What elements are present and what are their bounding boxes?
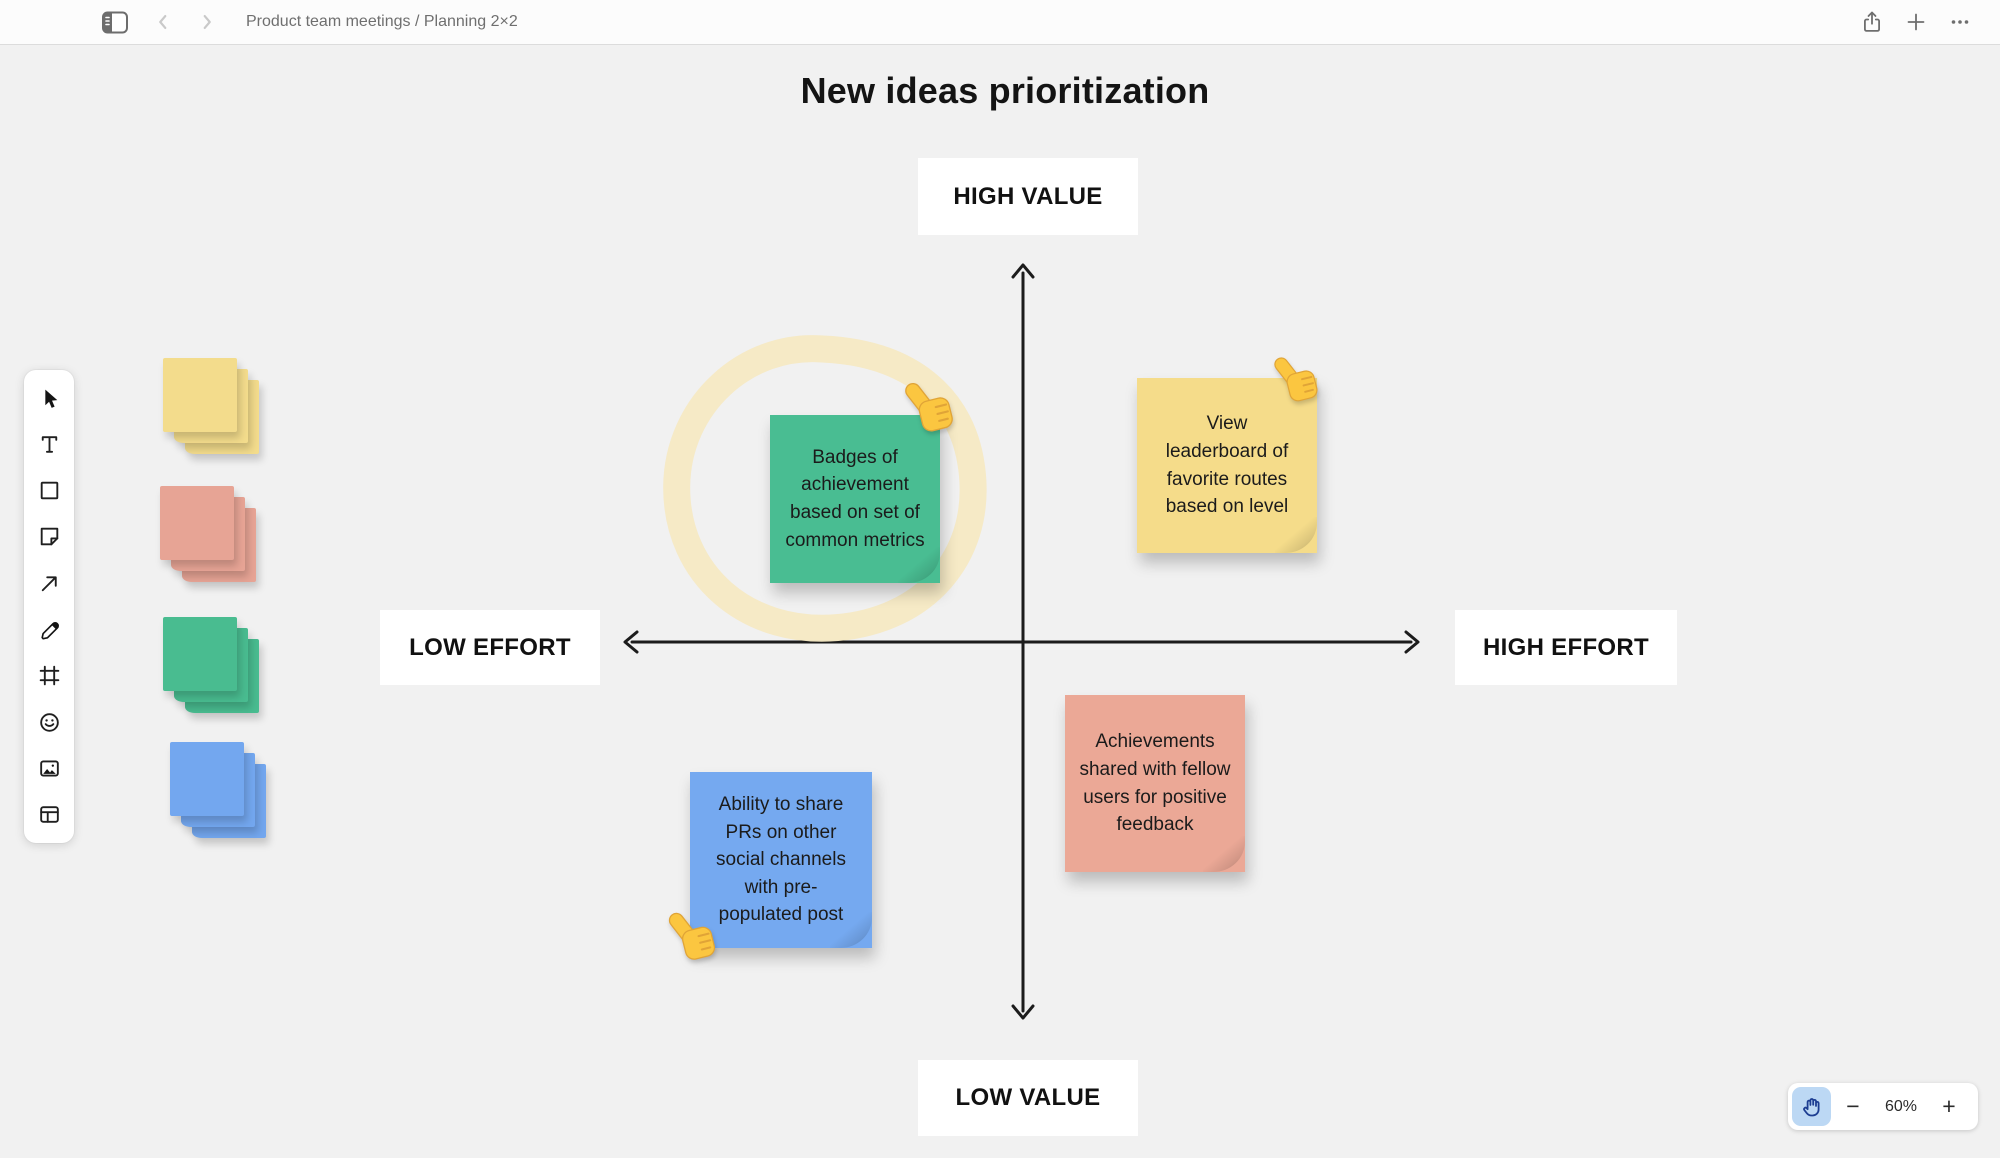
- table-tool-button[interactable]: [32, 798, 66, 832]
- sticky-note-leaderboard[interactable]: View leaderboard of favorite routes base…: [1137, 378, 1317, 553]
- arrow-icon: [41, 576, 57, 592]
- shape-tool-button[interactable]: [32, 474, 66, 508]
- sticky-stack-blue[interactable]: [170, 742, 268, 840]
- sticky-sheet: [163, 617, 237, 691]
- back-button[interactable]: [150, 9, 176, 35]
- select-tool-button[interactable]: [32, 381, 66, 415]
- image-tool-button[interactable]: [32, 752, 66, 786]
- chevron-left-icon: [159, 14, 167, 30]
- table-icon: [39, 806, 59, 824]
- highlight-ring-drawing[interactable]: [658, 331, 994, 647]
- share-icon: [1864, 11, 1880, 32]
- sticky-note-share-prs[interactable]: Ability to share PRs on other social cha…: [690, 772, 872, 948]
- sticky-stack-pink[interactable]: [160, 486, 258, 584]
- sticky-note-text: Achievements shared with fellow users fo…: [1079, 731, 1231, 836]
- ellipsis-icon: [1951, 20, 1969, 24]
- label-high-value[interactable]: HIGH VALUE: [918, 158, 1138, 235]
- sidebar-toggle-button[interactable]: [100, 9, 130, 36]
- thumbs-up-emoji[interactable]: [660, 907, 722, 969]
- text-tool-button[interactable]: [32, 427, 66, 461]
- sticky-note-text: View leaderboard of favorite routes base…: [1165, 413, 1289, 518]
- pencil-icon: [40, 622, 59, 640]
- sidebar-icon: [102, 11, 128, 33]
- zoom-out-button[interactable]: −: [1837, 1087, 1869, 1126]
- label-low-value[interactable]: LOW VALUE: [918, 1060, 1138, 1136]
- forward-button[interactable]: [194, 9, 220, 35]
- square-icon: [40, 481, 58, 500]
- arrowhead-up: [1011, 263, 1035, 279]
- hand-icon: [1802, 1097, 1819, 1116]
- sticky-note-tool-button[interactable]: [32, 520, 66, 554]
- thumbs-up-emoji[interactable]: [1266, 352, 1324, 410]
- board-title[interactable]: New ideas prioritization: [800, 70, 1210, 111]
- cursor-icon: [44, 389, 57, 408]
- sticky-sheet: [160, 486, 234, 560]
- arrowhead-left: [623, 630, 639, 654]
- tool-palette: [24, 370, 74, 843]
- zoom-level: 60%: [1884, 1097, 1918, 1115]
- sticky-note-icon: [40, 528, 58, 546]
- sticky-note-achievements[interactable]: Achievements shared with fellow users fo…: [1065, 695, 1245, 872]
- share-button[interactable]: [1858, 8, 1886, 36]
- board-canvas[interactable]: New ideas prioritization HIGH VALUE LOW …: [0, 45, 2000, 1158]
- text-icon: [41, 436, 57, 453]
- zoom-controls: − 60% +: [1788, 1083, 1978, 1130]
- frame-tool-button[interactable]: [32, 659, 66, 693]
- plus-icon: [1907, 13, 1925, 31]
- zoom-in-button[interactable]: +: [1933, 1087, 1965, 1126]
- pen-tool-button[interactable]: [32, 613, 66, 647]
- smiley-icon: [39, 713, 59, 732]
- sticky-note-badges[interactable]: Badges of achievement based on set of co…: [770, 415, 940, 583]
- image-icon: [39, 760, 59, 777]
- label-high-effort[interactable]: HIGH EFFORT: [1455, 610, 1677, 685]
- sticky-sheet: [170, 742, 244, 816]
- breadcrumb[interactable]: Product team meetings / Planning 2×2: [246, 13, 518, 30]
- emoji-tool-button[interactable]: [32, 705, 66, 739]
- label-low-effort[interactable]: LOW EFFORT: [380, 610, 600, 685]
- add-button[interactable]: [1902, 8, 1930, 36]
- pan-tool-button[interactable]: [1792, 1087, 1831, 1126]
- arrow-tool-button[interactable]: [32, 566, 66, 600]
- more-button[interactable]: [1946, 8, 1974, 36]
- sticky-stack-yellow[interactable]: [163, 358, 261, 456]
- arrowhead-down: [1011, 1004, 1035, 1020]
- sticky-sheet: [163, 358, 237, 432]
- sticky-stack-green[interactable]: [163, 617, 261, 715]
- arrowhead-right: [1404, 630, 1420, 654]
- thumbs-up-emoji[interactable]: [896, 377, 960, 441]
- sticky-note-text: Ability to share PRs on other social cha…: [716, 794, 846, 926]
- topbar: Product team meetings / Planning 2×2: [0, 0, 2000, 45]
- frame-icon: [39, 666, 59, 686]
- chevron-right-icon: [203, 14, 211, 30]
- sticky-note-text: Badges of achievement based on set of co…: [785, 446, 925, 551]
